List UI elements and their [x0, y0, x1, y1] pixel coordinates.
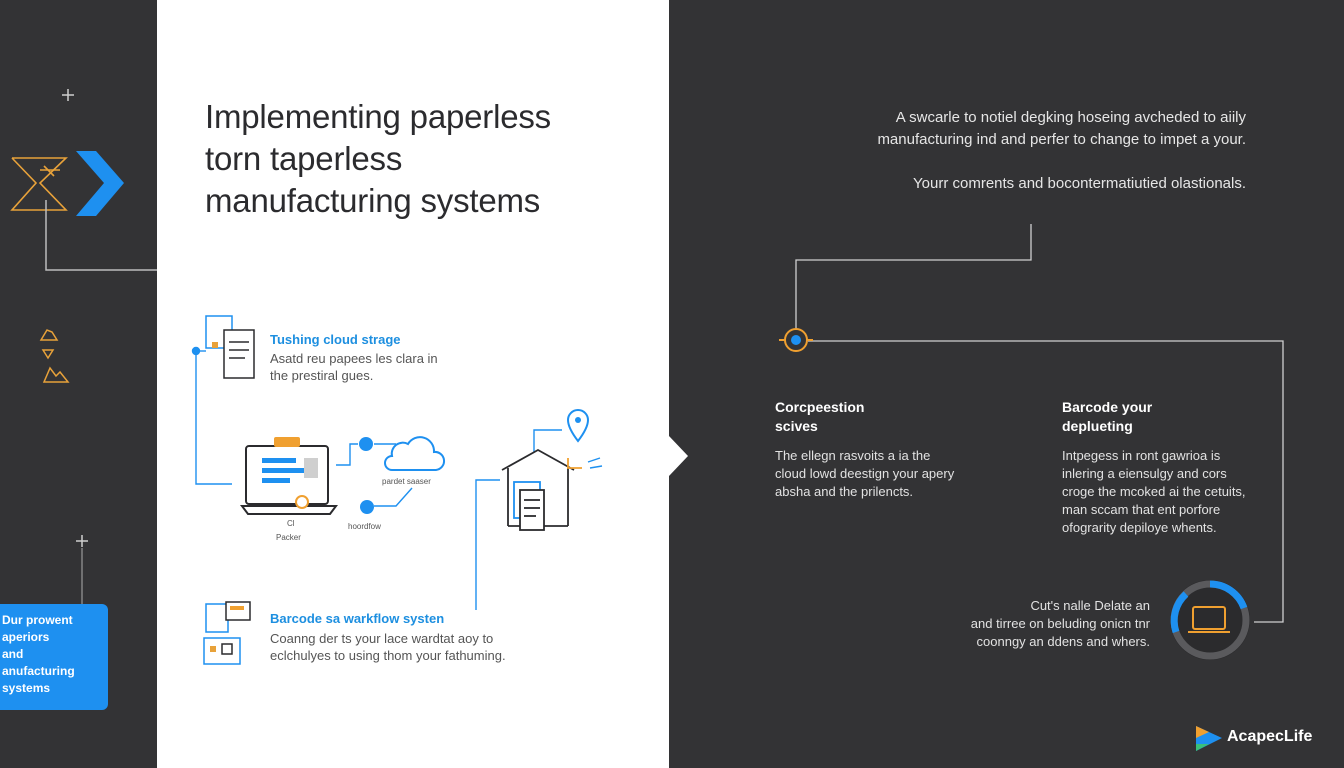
item-title: Tushing cloud strage — [270, 332, 401, 347]
diagram-label: Packer — [276, 533, 301, 542]
item-desc: Asatd reu papees les clara in — [270, 351, 438, 366]
card-title: Corcpeestion — [775, 399, 865, 415]
item-desc: Coanng der ts your lace wardtat aoy to — [270, 631, 494, 646]
callout-line: anufacturing — [2, 664, 75, 678]
feature-card-compression: Corcpeestion scives The ellegn rasvoits … — [775, 398, 1005, 501]
card-body: man sccam that ent porfore — [1062, 502, 1221, 517]
card-body: absha and the prilencts. — [775, 484, 914, 499]
intro-text: A swcarle to notiel degking hoseing avch… — [780, 107, 1246, 195]
diagram-label: pardet saaser — [382, 477, 431, 486]
diagram-label: Cl — [287, 519, 295, 528]
title-line: torn taperless — [205, 140, 403, 177]
callout-box: Dur prowent aperiors and anufacturing sy… — [0, 604, 108, 710]
feature-card-barcode: Barcode your deplueting Intpegess in ron… — [1062, 398, 1282, 537]
card-body: croge the mcoked ai the cetuits, — [1062, 484, 1246, 499]
intro-line: manufacturing ind and perfer to change t… — [877, 131, 1246, 148]
card-body: ofograrity depiloye whents. — [1062, 520, 1217, 535]
diagram-label: hoordfow — [348, 522, 381, 531]
item-desc: the prestiral gues. — [270, 368, 374, 383]
card-body: cloud lowd deestign your apery — [775, 466, 955, 481]
card-body: inlering a eiensulgy and cors — [1062, 466, 1227, 481]
note-line: Cut's nalle Delate an — [1030, 598, 1150, 613]
title-line: Implementing paperless — [205, 98, 551, 135]
note-line: and tirree on beluding onicn tnr — [970, 616, 1150, 631]
item-title: Barcode sa warkflow systen — [270, 611, 445, 626]
center-content-panel — [157, 0, 669, 768]
callout-line: Dur prowent — [2, 613, 73, 627]
cloud-storage-item: Tushing cloud strage Asatd reu papees le… — [270, 332, 438, 384]
intro-line: A swcarle to notiel degking hoseing avch… — [895, 109, 1246, 126]
item-desc: eclchulyes to using thom your fathuming. — [270, 648, 506, 663]
card-title: deplueting — [1062, 418, 1133, 434]
brand-logo-text: AcapecLife — [1227, 728, 1313, 745]
callout-line: aperiors — [2, 630, 50, 644]
callout-line: systems — [2, 681, 51, 695]
card-title: Barcode your — [1062, 399, 1153, 415]
note-line: coonngy an ddens and whers. — [976, 634, 1150, 649]
callout-line: and — [2, 647, 24, 661]
card-title: scives — [775, 418, 818, 434]
page-title: Implementing paperless torn taperless ma… — [205, 96, 645, 222]
card-body: Intpegess in ront gawrioa is — [1062, 448, 1221, 463]
intro-line: Yourr comrents and bocontermatiutied ola… — [913, 175, 1246, 192]
bottom-note: Cut's nalle Delate an and tirree on belu… — [900, 597, 1150, 651]
card-body: The ellegn rasvoits a ia the — [775, 448, 931, 463]
barcode-workflow-item: Barcode sa warkflow systen Coanng der ts… — [270, 611, 506, 664]
title-line: manufacturing systems — [205, 182, 541, 219]
